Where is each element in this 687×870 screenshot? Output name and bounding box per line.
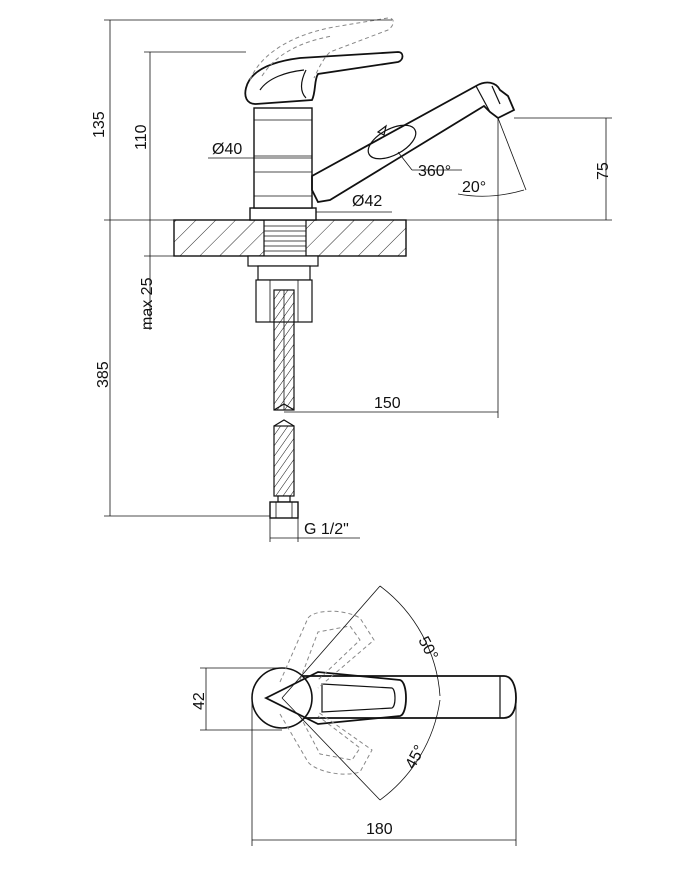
dim-label-20: 20° <box>462 179 486 196</box>
dim-spout-height: 75 <box>514 117 612 220</box>
dim-spout-reach: 150 <box>284 210 499 418</box>
lever-top <box>263 671 407 725</box>
dim-handle-width: 42 <box>191 667 282 731</box>
shank-threads <box>264 225 306 252</box>
top-view: 50° 45° 42 180 <box>191 585 517 846</box>
rotation-indicator <box>367 124 417 160</box>
dim-label-135: 135 <box>91 111 108 138</box>
dim-total-length: 180 <box>251 700 517 846</box>
dim-spout-tilt: 20° <box>457 117 527 210</box>
dim-label-180: 180 <box>366 821 393 838</box>
dim-rotation: 360° <box>397 151 462 180</box>
hose-end-nut <box>269 501 299 519</box>
dim-label-385: 385 <box>95 361 112 388</box>
dim-thread: G 1/2" <box>269 518 360 542</box>
lever-top-ghost-up <box>279 610 375 689</box>
dim-label-42: 42 <box>191 692 208 710</box>
dim-label-50: 50° <box>414 634 440 663</box>
faucet-base-ring <box>249 207 317 221</box>
lever-handle <box>244 51 404 105</box>
dim-base-diameter: Ø42 <box>316 193 392 213</box>
dim-body-diameter: Ø40 <box>208 141 312 159</box>
dim-counter-thickness: max 25 <box>139 220 246 330</box>
dim-label-150: 150 <box>374 395 401 412</box>
lever-handle-raised-ghost <box>249 17 394 81</box>
dim-label-max25: max 25 <box>139 277 156 330</box>
lever-top-ghost-down <box>279 711 373 775</box>
dim-label-d42: Ø42 <box>352 193 382 210</box>
spout <box>311 81 516 203</box>
dim-body-height: 110 <box>133 51 246 220</box>
dim-total-height: 135 <box>91 19 392 220</box>
dim-label-75: 75 <box>595 162 612 180</box>
dim-label-110: 110 <box>133 124 150 150</box>
dim-label-thread: G 1/2" <box>304 521 349 538</box>
dim-label-d40: Ø40 <box>212 141 242 158</box>
supply-hose-lower <box>273 425 295 497</box>
dim-hose-length: 385 <box>95 220 270 517</box>
spout-top <box>299 675 517 719</box>
mounting-nut <box>247 255 319 267</box>
side-view: 135 110 Ø40 Ø42 360° <box>91 17 612 542</box>
dim-label-360: 360° <box>418 163 451 180</box>
